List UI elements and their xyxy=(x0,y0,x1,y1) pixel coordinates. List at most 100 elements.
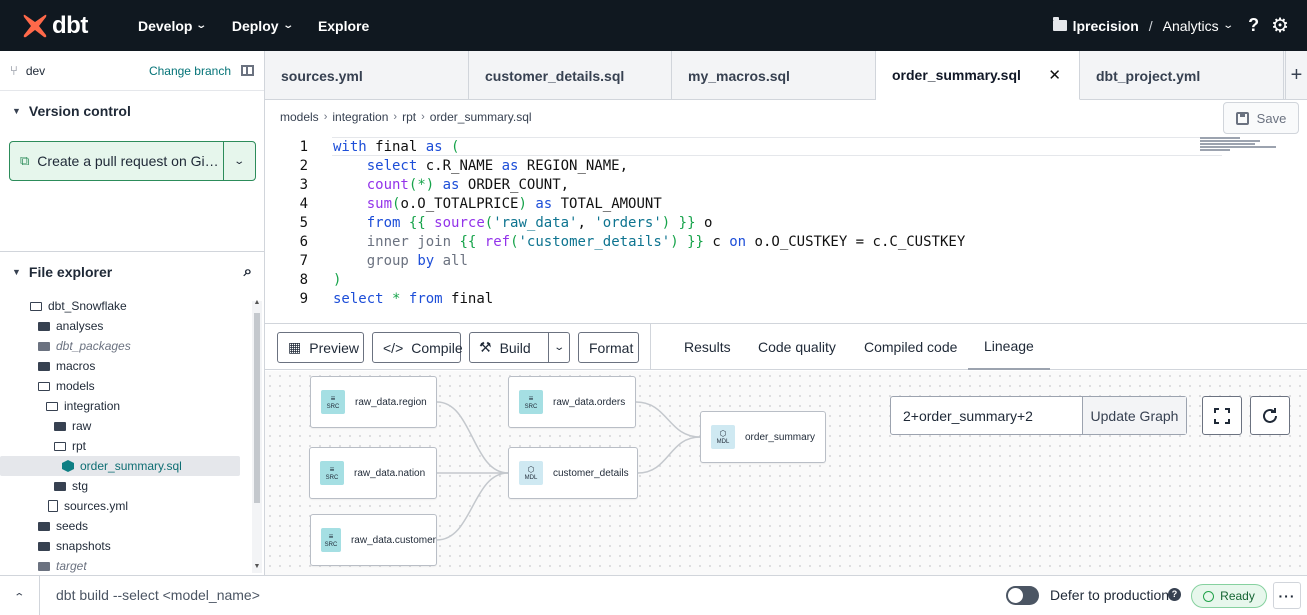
project-name[interactable]: lprecision xyxy=(1072,17,1139,34)
breadcrumb-item[interactable]: rpt xyxy=(402,110,417,124)
fullscreen-button[interactable] xyxy=(1202,396,1242,435)
chevron-down-icon[interactable]: ⌄ xyxy=(1221,20,1234,31)
tree-item-stg[interactable]: stg xyxy=(0,476,252,496)
tab-sources-yml[interactable]: sources.yml xyxy=(265,51,469,100)
code-line[interactable]: 2 select c.R_NAME as REGION_NAME, xyxy=(265,156,1205,175)
tree-item-models[interactable]: models xyxy=(0,376,252,396)
tree-item-sources-yml[interactable]: sources.yml xyxy=(0,496,252,516)
tree-item-seeds[interactable]: seeds xyxy=(0,516,252,536)
scroll-down-arrow-icon[interactable]: ▼ xyxy=(253,563,261,570)
line-number: 5 xyxy=(299,214,308,231)
pr-dropdown-toggle[interactable]: ⌄ xyxy=(223,142,255,180)
expand-console-button[interactable]: ⌄ xyxy=(0,575,40,615)
create-pull-request-button[interactable]: ⧉ Create a pull request on Gi… ⌄ xyxy=(9,141,256,181)
hammer-icon: ⚒ xyxy=(479,339,492,355)
tree-item-dbt-snowflake[interactable]: dbt_Snowflake xyxy=(0,296,252,316)
file-explorer-header[interactable]: ▼ File explorer ⌕ xyxy=(0,251,264,291)
nav-explore[interactable]: Explore xyxy=(317,17,370,34)
code-line[interactable]: 4 sum(o.O_TOTALPRICE) as TOTAL_AMOUNT xyxy=(265,194,1205,213)
tab-lineage[interactable]: Lineage xyxy=(968,324,1050,370)
tab-results[interactable]: Results xyxy=(684,339,731,355)
breadcrumb-item[interactable]: integration xyxy=(332,110,389,124)
tree-item-order-summary[interactable]: order_summary.sql xyxy=(0,456,240,476)
tree-item-dbt-packages[interactable]: dbt_packages xyxy=(0,336,252,356)
database-icon: ≡ xyxy=(528,393,534,403)
preview-button[interactable]: ▦Preview xyxy=(277,332,364,363)
tab-code-quality[interactable]: Code quality xyxy=(758,339,836,355)
caret-down-icon: ▼ xyxy=(12,106,21,116)
lineage-edges xyxy=(436,401,701,541)
code-line[interactable]: 6 inner join {{ ref('customer_details') … xyxy=(265,232,1205,251)
help-icon[interactable]: ? xyxy=(1248,15,1260,35)
tree-item-target[interactable]: target xyxy=(0,556,252,576)
code-line[interactable]: 3 count(*) as ORDER_COUNT, xyxy=(265,175,1205,194)
tab-dbt-project[interactable]: dbt_project.yml xyxy=(1080,51,1284,100)
code-line[interactable]: 8) xyxy=(265,270,1205,289)
code-text: select c.R_NAME as REGION_NAME, xyxy=(366,157,629,174)
breadcrumb-item[interactable]: models xyxy=(280,110,319,124)
save-button[interactable]: Save xyxy=(1223,102,1299,134)
folder-open-icon xyxy=(30,301,42,311)
tab-compiled-code[interactable]: Compiled code xyxy=(864,339,958,355)
chevron-down-icon: ⌄ xyxy=(552,342,565,353)
tree-item-rpt[interactable]: rpt xyxy=(0,436,252,456)
badge-label: SRC xyxy=(524,403,538,410)
chevron-down-icon: ⌄ xyxy=(281,20,294,31)
dbt-logo[interactable]: dbt xyxy=(22,12,112,40)
build-button[interactable]: ⚒Build ⌄ xyxy=(469,332,570,363)
code-line[interactable]: 7 group by all xyxy=(265,251,1205,270)
save-icon xyxy=(1235,111,1249,125)
build-dropdown-toggle[interactable]: ⌄ xyxy=(547,333,569,362)
tab-customer-details[interactable]: customer_details.sql xyxy=(469,51,672,100)
format-button[interactable]: Format xyxy=(578,332,639,363)
graph-selector-input[interactable]: 2+order_summary+2 xyxy=(903,407,1033,424)
pr-button-main[interactable]: ⧉ Create a pull request on Gi… xyxy=(20,153,219,169)
tab-order-summary[interactable]: order_summary.sql✕ xyxy=(876,51,1080,100)
breadcrumb-item: order_summary.sql xyxy=(429,110,532,124)
more-options-button[interactable]: ··· xyxy=(1273,582,1301,609)
change-branch-link[interactable]: Change branch xyxy=(148,63,231,78)
tree-scrollbar[interactable] xyxy=(252,301,262,573)
environment-name[interactable]: Analytics xyxy=(1162,17,1219,34)
tree-item-macros[interactable]: macros xyxy=(0,356,252,376)
tab-my-macros[interactable]: my_macros.sql xyxy=(672,51,876,100)
compile-button[interactable]: </>Compile xyxy=(372,332,463,363)
nav-develop[interactable]: Develop⌄ xyxy=(138,17,208,34)
tree-item-analyses[interactable]: analyses xyxy=(0,316,252,336)
side-panel-icon[interactable] xyxy=(241,65,254,76)
tree-item-snapshots[interactable]: snapshots xyxy=(0,536,252,556)
nav-deploy[interactable]: Deploy⌄ xyxy=(231,17,294,34)
scroll-up-arrow-icon[interactable]: ▲ xyxy=(253,299,261,306)
tree-item-integration[interactable]: integration xyxy=(0,396,252,416)
code-minimap[interactable] xyxy=(1200,137,1276,157)
badge-label: SRC xyxy=(326,403,340,410)
defer-toggle[interactable] xyxy=(1006,586,1039,605)
close-icon[interactable]: ✕ xyxy=(1048,67,1061,84)
command-input[interactable]: dbt build --select <model_name> xyxy=(56,587,260,603)
code-line[interactable]: 5 from {{ source('raw_data', 'orders') }… xyxy=(265,213,1205,232)
search-icon[interactable]: ⌕ xyxy=(243,263,252,280)
line-number: 3 xyxy=(299,176,308,193)
table-icon: ▦ xyxy=(288,339,302,355)
help-circle-icon[interactable]: ? xyxy=(1168,588,1181,601)
refresh-button[interactable] xyxy=(1250,396,1290,435)
tree-item-raw[interactable]: raw xyxy=(0,416,252,436)
build-main[interactable]: ⚒Build xyxy=(479,339,531,356)
code-text: from {{ source('raw_data', 'orders') }} … xyxy=(366,214,713,231)
version-control-header[interactable]: ▼ Version control xyxy=(12,103,131,119)
gear-icon[interactable]: ⚙ xyxy=(1271,15,1289,37)
badge-label: MDL xyxy=(524,474,538,481)
update-graph-button[interactable]: Update Graph xyxy=(1082,397,1186,434)
scrollbar-thumb[interactable] xyxy=(254,313,260,503)
new-tab-plus-icon[interactable]: + xyxy=(1285,51,1307,100)
